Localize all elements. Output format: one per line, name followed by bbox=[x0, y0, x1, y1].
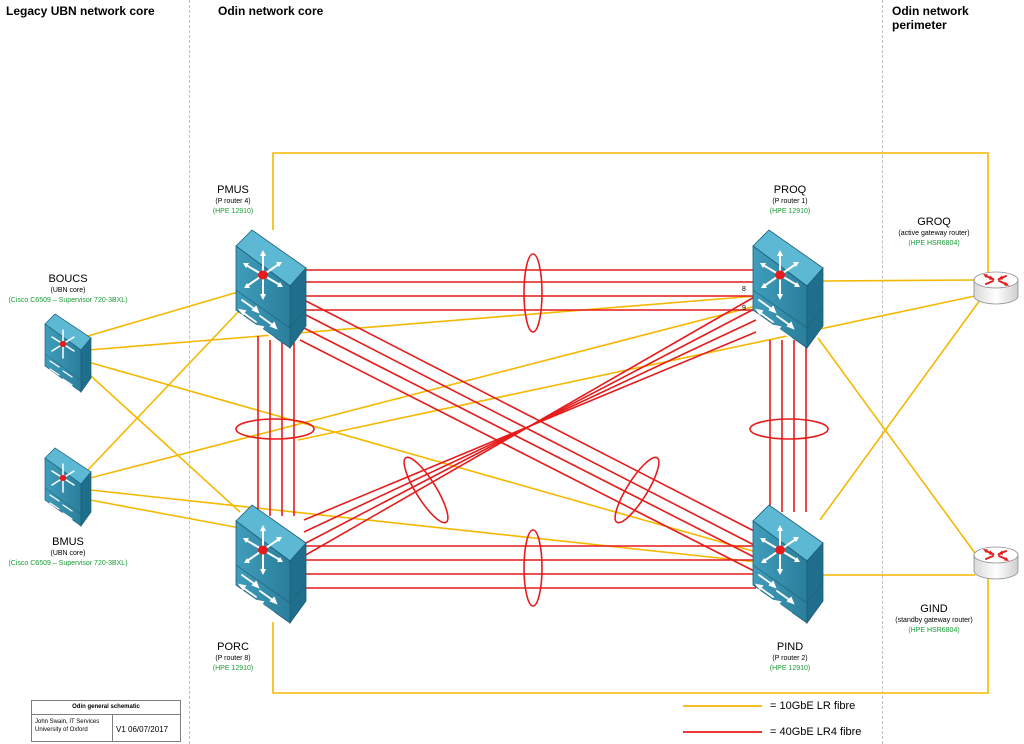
lag-marker-bottom bbox=[523, 529, 543, 607]
lr-link-pind-groq bbox=[819, 299, 981, 521]
lag-marker-diag-left bbox=[403, 456, 449, 524]
legend-lr-label: = 10GbE LR fibre bbox=[770, 700, 856, 712]
title-block-divider bbox=[112, 714, 113, 741]
node-role-boucs: (UBN core) bbox=[50, 287, 86, 294]
node-name-gind: GIND bbox=[920, 603, 948, 615]
title-block-author-line2: University of Oxford bbox=[35, 727, 88, 733]
lr-fibre-links bbox=[79, 152, 989, 694]
title-block-title: Odin general schematic bbox=[32, 701, 180, 715]
lr4-bundle-pmus-pind bbox=[299, 299, 757, 573]
lr-link-boucs-porc bbox=[79, 365, 241, 513]
title-block-version: V1 06/07/2017 bbox=[116, 725, 169, 734]
port-label-9: 9 bbox=[742, 305, 746, 312]
lag-marker-left bbox=[235, 418, 315, 440]
lr-link-porc-groq bbox=[272, 578, 989, 694]
node-label-boucs: BOUCS (UBN core) (Cisco C6509 – Supervis… bbox=[0, 273, 136, 306]
lr-link-boucs-proq bbox=[87, 295, 757, 351]
node-label-porc: PORC (P router 8) (HPE 12910) bbox=[200, 641, 266, 674]
lr4-fibre-links bbox=[257, 269, 807, 589]
node-label-proq: PROQ (P router 1) (HPE 12910) bbox=[757, 184, 823, 217]
lr4-bundle-pmus-proq bbox=[300, 269, 756, 311]
lr-link-boucs-pmus bbox=[87, 291, 239, 337]
node-model-proq: (HPE 12910) bbox=[769, 208, 811, 215]
title-block-author: John Swain, IT Services University of Ox… bbox=[35, 718, 109, 734]
node-label-gind: GIND (standby gateway router) (HPE HSR68… bbox=[884, 603, 984, 636]
node-model-pmus: (HPE 12910) bbox=[212, 208, 254, 215]
node-model-boucs: (Cisco C6509 – Supervisor 720-3BXL) bbox=[8, 297, 128, 304]
lag-markers bbox=[235, 253, 829, 607]
title-block: Odin general schematic John Swain, IT Se… bbox=[31, 700, 181, 742]
node-name-pind: PIND bbox=[776, 641, 804, 653]
node-name-boucs: BOUCS bbox=[48, 273, 88, 285]
node-model-gind: (HPE HSR6804) bbox=[908, 627, 960, 634]
lr-link-bmus-pmus bbox=[85, 309, 241, 473]
node-role-porc: (P router 8) bbox=[215, 655, 251, 662]
node-role-groq: (active gateway router) bbox=[898, 230, 970, 237]
lr4-bundle-porc-pind bbox=[300, 545, 756, 589]
lr-link-bmus-proq bbox=[89, 305, 757, 479]
lr-link-proq-groq bbox=[821, 279, 976, 282]
switch-icon-bmus[interactable] bbox=[44, 447, 92, 527]
node-role-pmus: (P router 4) bbox=[215, 198, 251, 205]
node-model-groq: (HPE HSR6804) bbox=[908, 240, 960, 247]
section-perimeter-title: Odin network perimeter bbox=[892, 4, 969, 32]
lr4-bundle-porc-proq bbox=[303, 295, 757, 557]
node-model-bmus: (Cisco C6509 – Supervisor 720-3BXL) bbox=[8, 560, 128, 567]
switch-icon-proq[interactable] bbox=[752, 229, 824, 349]
lr4-bundle-pmus-porc bbox=[257, 334, 295, 516]
node-role-proq: (P router 1) bbox=[772, 198, 808, 205]
switch-icon-pmus[interactable] bbox=[235, 229, 307, 349]
switch-icon-porc[interactable] bbox=[235, 504, 307, 624]
node-name-pmus: PMUS bbox=[217, 184, 249, 196]
lr-link-bmus-pind bbox=[89, 489, 757, 563]
node-model-pind: (HPE 12910) bbox=[769, 665, 811, 672]
switch-icon-boucs[interactable] bbox=[44, 313, 92, 393]
lr-link-pmus-groq bbox=[297, 295, 976, 441]
node-label-groq: GROQ (active gateway router) (HPE HSR680… bbox=[884, 216, 984, 249]
lag-marker-diag-right bbox=[614, 456, 660, 524]
node-role-gind: (standby gateway router) bbox=[895, 617, 973, 624]
node-label-pind: PIND (P router 2) (HPE 12910) bbox=[757, 641, 823, 674]
section-divider-right bbox=[882, 0, 883, 744]
node-name-bmus: BMUS bbox=[52, 536, 84, 548]
section-divider-left bbox=[189, 0, 190, 744]
lr4-bundle-proq-pind bbox=[769, 334, 807, 512]
section-legacy-title: Legacy UBN network core bbox=[6, 4, 155, 18]
router-icon-gind[interactable] bbox=[973, 546, 1019, 580]
lag-marker-top bbox=[523, 253, 543, 333]
port-label-8: 8 bbox=[742, 286, 746, 293]
node-name-proq: PROQ bbox=[773, 184, 807, 196]
lr-link-boucs-pind bbox=[87, 361, 757, 553]
node-label-pmus: PMUS (P router 4) (HPE 12910) bbox=[200, 184, 266, 217]
node-role-bmus: (UBN core) bbox=[50, 550, 86, 557]
lr-link-bmus-porc bbox=[89, 499, 241, 529]
title-block-author-line1: John Swain, IT Services bbox=[35, 719, 100, 725]
node-name-groq: GROQ bbox=[917, 216, 951, 228]
node-label-bmus: BMUS (UBN core) (Cisco C6509 – Superviso… bbox=[0, 536, 136, 569]
lag-marker-right bbox=[749, 418, 829, 440]
legend-lr4-label: = 40GbE LR4 fibre bbox=[770, 726, 862, 738]
node-name-porc: PORC bbox=[217, 641, 249, 653]
lr-link-proq-gind bbox=[817, 337, 981, 561]
node-role-pind: (P router 2) bbox=[772, 655, 808, 662]
switch-icon-pind[interactable] bbox=[752, 504, 824, 624]
node-model-porc: (HPE 12910) bbox=[212, 665, 254, 672]
lr-link-pmus-gind bbox=[272, 152, 989, 272]
section-core-title: Odin network core bbox=[218, 4, 324, 18]
router-icon-groq[interactable] bbox=[973, 271, 1019, 305]
